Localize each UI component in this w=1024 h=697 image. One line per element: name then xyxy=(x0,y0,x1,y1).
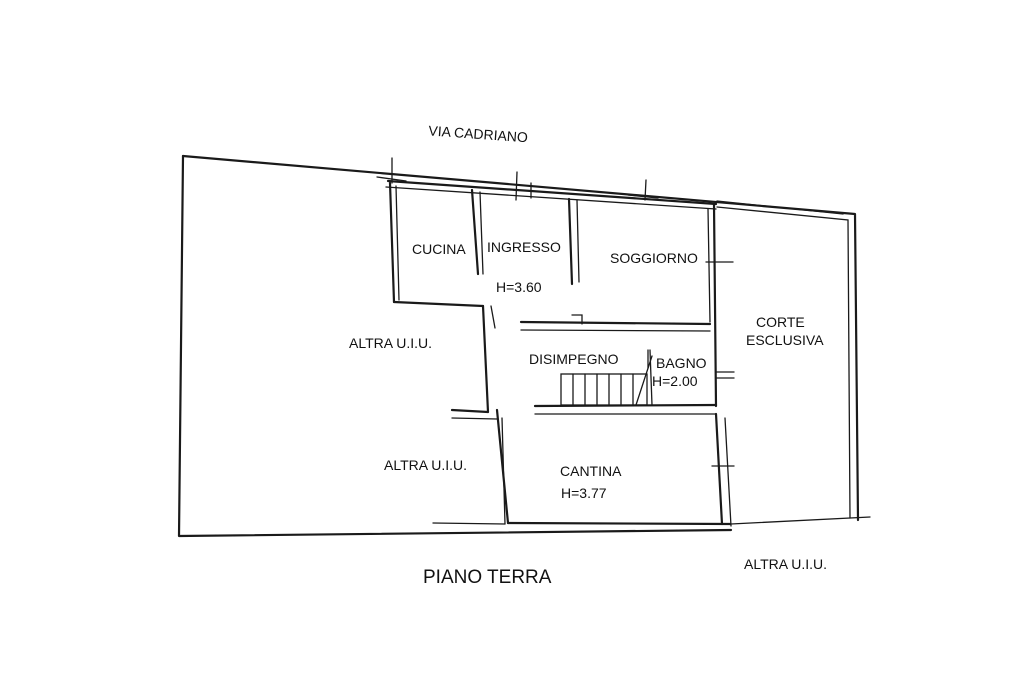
room-label-altra-3: ALTRA U.I.U. xyxy=(744,556,827,572)
corte-esclusiva-boundary xyxy=(716,200,851,519)
outer-boundary xyxy=(177,154,871,538)
room-label-ingresso: INGRESSO xyxy=(487,239,561,255)
floor-title: PIANO TERRA xyxy=(423,567,552,588)
room-label-bagno: BAGNO xyxy=(656,355,707,371)
room-label-cucina: CUCINA xyxy=(412,241,466,257)
room-label-altra-1: ALTRA U.I.U. xyxy=(349,335,432,351)
height-label-cantina: H=3.77 xyxy=(561,485,607,501)
room-label-corte: CORTE xyxy=(756,314,805,330)
room-label-cantina: CANTINA xyxy=(560,463,622,479)
room-label-disimpegno: DISIMPEGNO xyxy=(529,351,619,367)
staircase xyxy=(560,355,653,406)
height-label-main: H=3.60 xyxy=(496,279,542,295)
room-label-soggiorno: SOGGIORNO xyxy=(610,250,698,266)
room-label-esclusiva: ESCLUSIVA xyxy=(746,332,824,348)
street-label: VIA CADRIANO xyxy=(428,122,529,145)
height-label-bagno: H=2.00 xyxy=(652,373,698,389)
room-label-altra-2: ALTRA U.I.U. xyxy=(384,457,467,473)
